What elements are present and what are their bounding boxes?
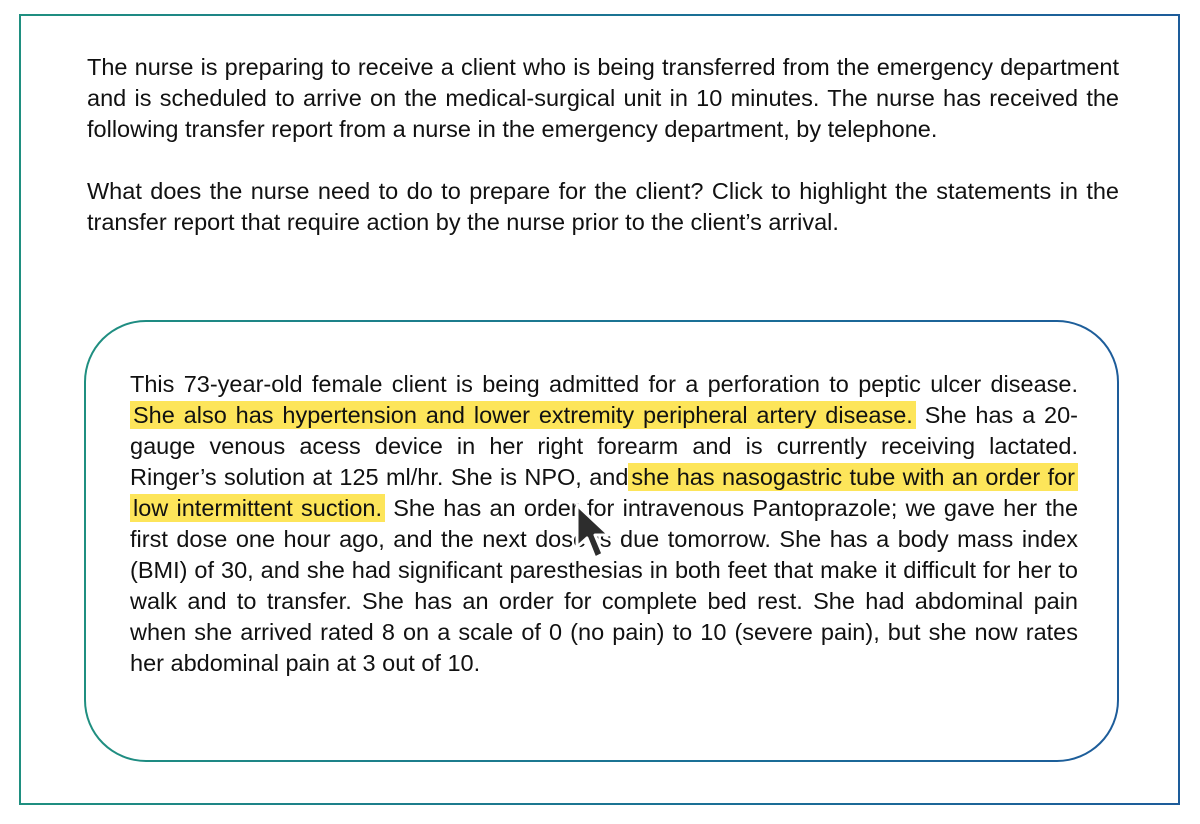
report-statement-highlighted[interactable]: She also has hypertension and lower extr…	[130, 401, 916, 429]
intro-paragraph-scenario: The nurse is preparing to receive a clie…	[87, 54, 1119, 142]
report-statement[interactable]: This 73-year-old female client is being …	[130, 371, 1078, 397]
report-statement[interactable]: She has an order for intravenous Pantopr…	[130, 495, 1079, 676]
report-statement[interactable]: She has a 20-gauge venous acess device i…	[130, 402, 1078, 490]
intro-paragraph-instructions: What does the nurse need to do to prepar…	[87, 178, 1119, 235]
question-stem: The nurse is preparing to receive a clie…	[87, 52, 1119, 238]
transfer-report-text: This 73-year-old female client is being …	[130, 369, 1079, 679]
